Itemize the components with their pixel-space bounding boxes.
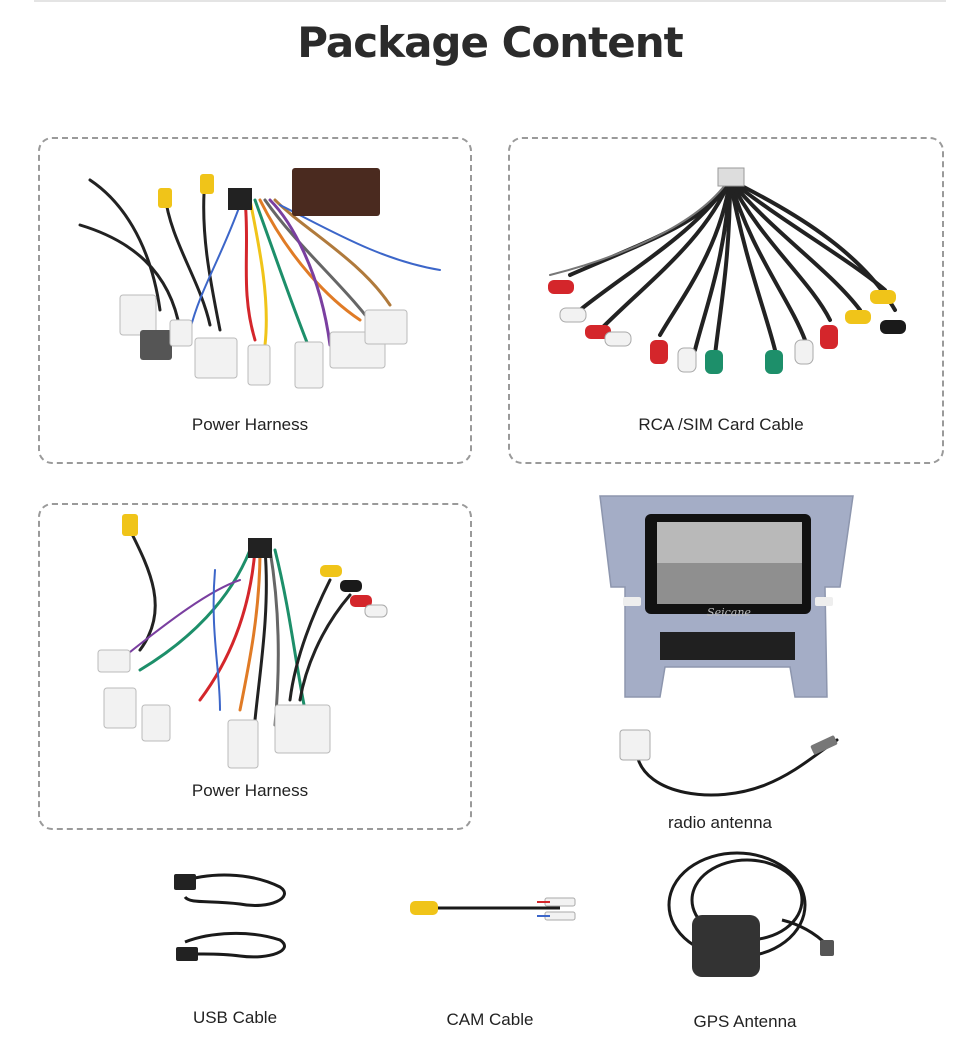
caption-power-harness-1: Power Harness (191, 415, 309, 434)
radio-antenna-image (619, 729, 839, 797)
gps-antenna-image (667, 851, 834, 977)
power-harness-2-image (97, 514, 388, 769)
power-harness-image (78, 168, 441, 389)
cam-cable-image (410, 897, 576, 921)
caption-power-harness-2: Power Harness (191, 781, 309, 800)
item-card-rca-sim-cable (508, 137, 944, 464)
stereo-head-unit-image: Seicane (599, 495, 854, 698)
caption-radio-antenna: radio antenna (668, 813, 772, 832)
caption-cam-cable: CAM Cable (446, 1010, 534, 1029)
item-card-power-harness-1 (38, 137, 472, 464)
top-divider (34, 0, 946, 2)
page-title: Package Content (297, 18, 683, 67)
caption-gps-antenna: GPS Antenna (693, 1012, 797, 1031)
item-card-power-harness-2 (38, 503, 472, 830)
stereo-brand-label: Seicane (707, 606, 751, 619)
usb-cable-image (174, 873, 286, 961)
rca-sim-cable-image (548, 167, 906, 374)
caption-usb-cable: USB Cable (192, 1008, 278, 1027)
caption-rca-sim-cable: RCA /SIM Card Cable (638, 415, 804, 434)
